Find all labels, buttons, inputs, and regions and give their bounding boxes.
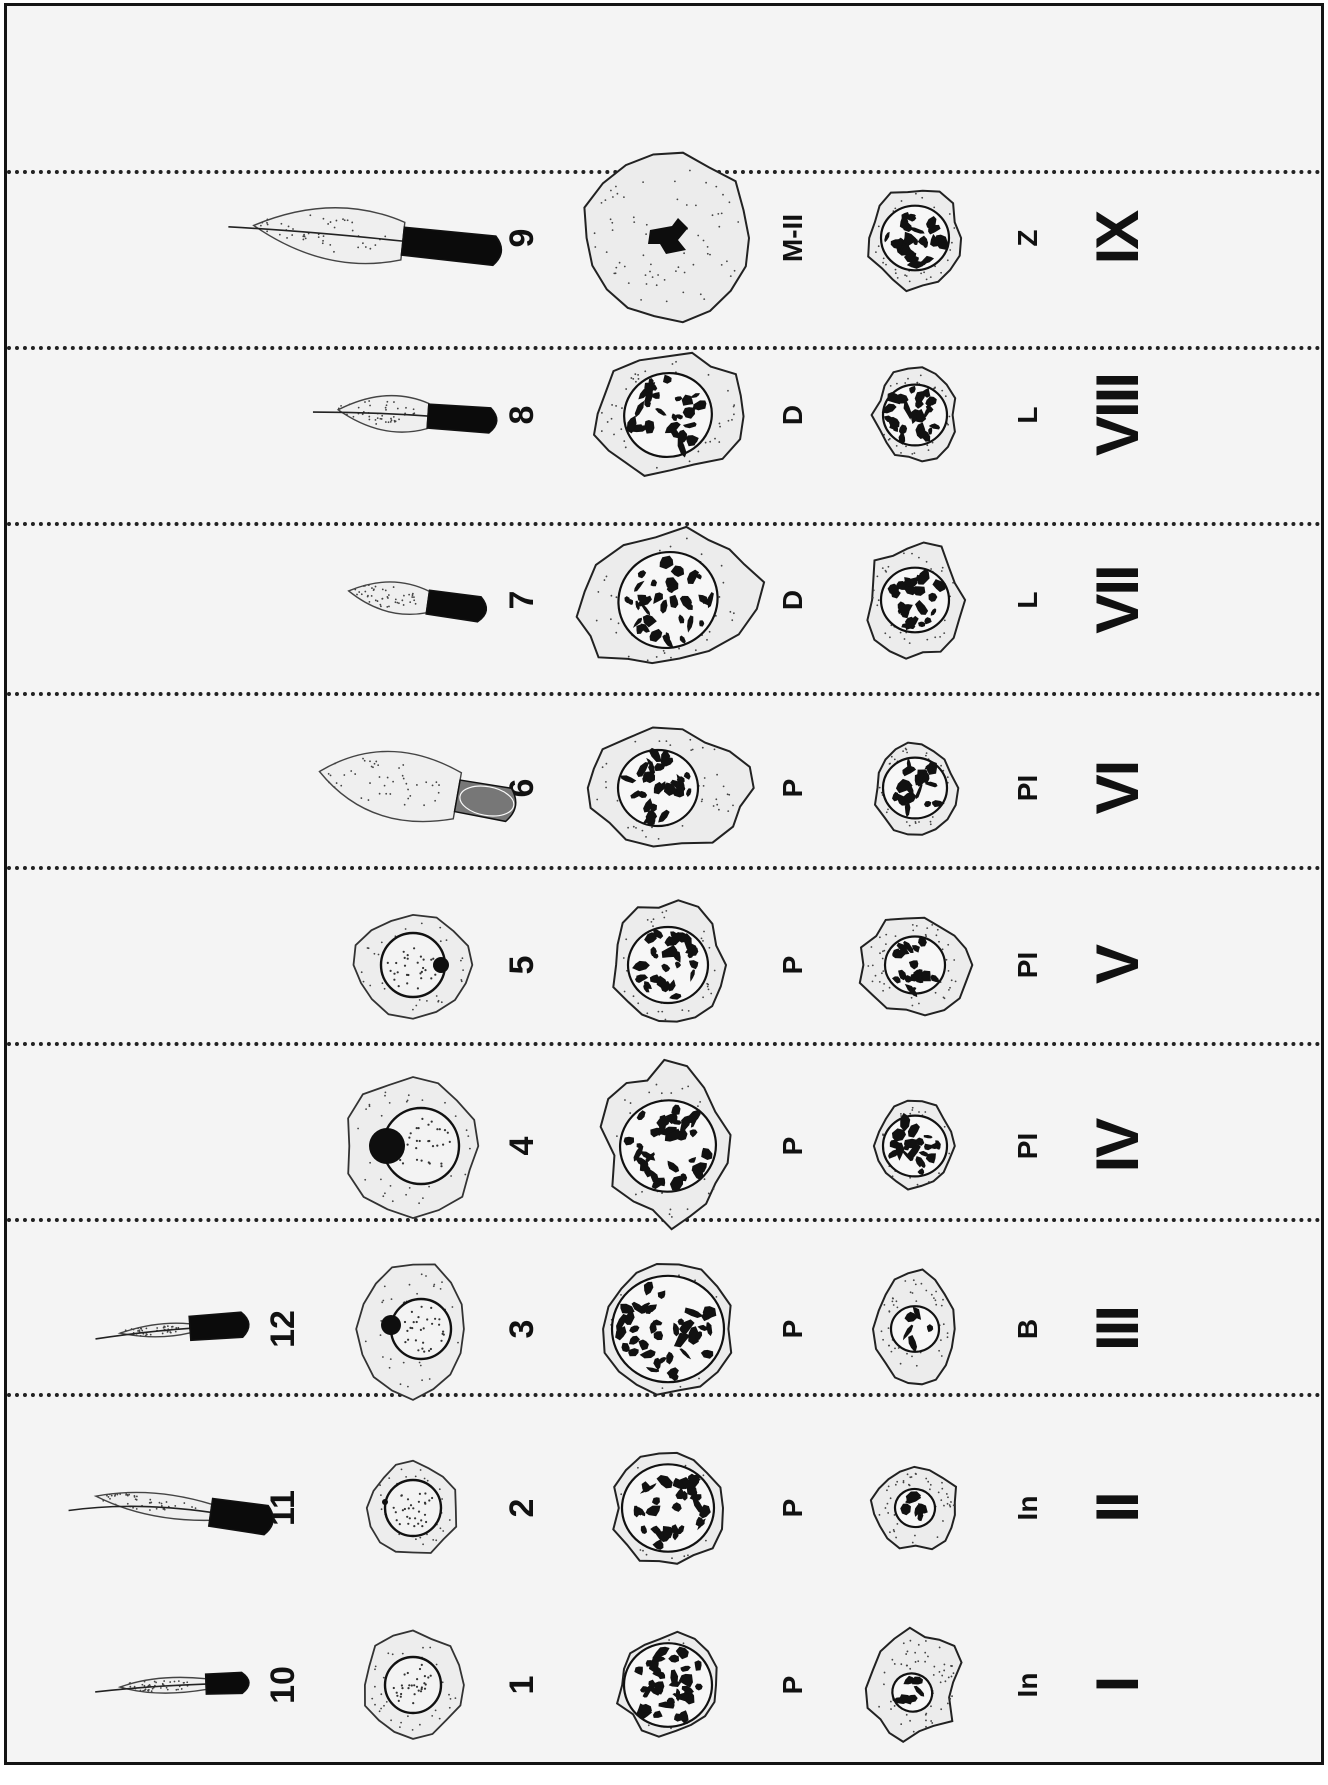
elongated-spermatid xyxy=(65,1470,295,1546)
spermatocyte-cell xyxy=(577,340,759,490)
round-spermatid xyxy=(354,1447,472,1569)
spermatocyte-cell xyxy=(597,888,739,1042)
meiotic-stage-label: P xyxy=(763,1046,823,1246)
spermatocyte-cell xyxy=(569,139,767,337)
spermatid-step-number: 5 xyxy=(492,865,552,1065)
stage-columns: IInP110IIInP211IIIBP312IVPIP4VPIP5VIPIP6… xyxy=(7,6,1321,1762)
spermatocyte-cell xyxy=(599,1435,737,1581)
stage-roman-numeral: IV xyxy=(1088,1046,1148,1246)
spermatocyte-cell xyxy=(856,1616,974,1754)
stage-roman-numeral: V xyxy=(1088,865,1148,1065)
stage-roman-numeral: VIII xyxy=(1088,315,1148,515)
spermatocyte-cell xyxy=(856,1453,974,1563)
spermatocyte-cell xyxy=(571,715,765,861)
spermatocyte-cell xyxy=(860,1258,970,1400)
spermatocyte-cell xyxy=(860,1087,970,1205)
meiotic-stage-label: P xyxy=(763,688,823,888)
spermatocyte-stage-label: PI xyxy=(998,865,1058,1065)
round-spermatid xyxy=(338,900,488,1030)
spermatocyte-stage-label: Z xyxy=(998,138,1058,338)
meiotic-stage-label: P xyxy=(763,1585,823,1785)
elongating-spermatid xyxy=(308,367,518,463)
elongated-spermatid xyxy=(90,1299,270,1359)
spermatocyte-stage-label: PI xyxy=(998,688,1058,888)
stage-roman-numeral: IX xyxy=(1088,138,1148,338)
spermatocyte-cell xyxy=(589,1248,747,1410)
meiotic-stage-label: P xyxy=(763,1408,823,1608)
spermatid-step-number: 3 xyxy=(492,1229,552,1429)
stage-roman-numeral: VI xyxy=(1088,688,1148,888)
meiotic-stage-label: D xyxy=(763,315,823,515)
spermatocyte-stage-label: PI xyxy=(998,1046,1058,1246)
stage-roman-numeral: II xyxy=(1088,1408,1148,1608)
spermatocyte-cell xyxy=(860,354,970,476)
meiotic-stage-label: P xyxy=(763,1229,823,1429)
spermatocyte-cell xyxy=(860,727,970,849)
meiotic-stage-label: M-II xyxy=(763,138,823,338)
seminiferous-stages-figure: IInP110IIInP211IIIBP312IVPIP4VPIP5VIPIP6… xyxy=(4,3,1324,1765)
round-spermatid xyxy=(348,1618,478,1752)
spermatocyte-stage-label: L xyxy=(998,500,1058,700)
elongating-spermatid xyxy=(288,716,538,860)
stage-roman-numeral: III xyxy=(1088,1229,1148,1429)
round-spermatid xyxy=(344,1248,482,1410)
spermatocyte-stage-label: L xyxy=(998,315,1058,515)
spermatocyte-stage-label: In xyxy=(998,1585,1058,1785)
spermatocyte-cell xyxy=(603,1620,733,1750)
spermatocyte-cell xyxy=(852,529,978,671)
spermatocyte-stage-label: B xyxy=(998,1229,1058,1429)
stage-roman-numeral: I xyxy=(1088,1585,1148,1785)
spermatid-step-number: 1 xyxy=(492,1585,552,1785)
spermatocyte-cell xyxy=(563,521,773,679)
elongating-spermatid xyxy=(318,556,508,644)
spermatocyte-cell xyxy=(854,173,976,303)
spermatid-step-number: 2 xyxy=(492,1408,552,1608)
spermatocyte-cell xyxy=(846,902,984,1028)
stage-roman-numeral: VII xyxy=(1088,500,1148,700)
spermatid-step-number: 4 xyxy=(492,1046,552,1246)
elongating-spermatid xyxy=(223,176,523,300)
spermatocyte-stage-label: In xyxy=(998,1408,1058,1608)
spermatocyte-cell xyxy=(593,1051,743,1241)
meiotic-stage-label: P xyxy=(763,865,823,1065)
round-spermatid xyxy=(332,1063,494,1229)
elongated-spermatid xyxy=(90,1653,270,1717)
